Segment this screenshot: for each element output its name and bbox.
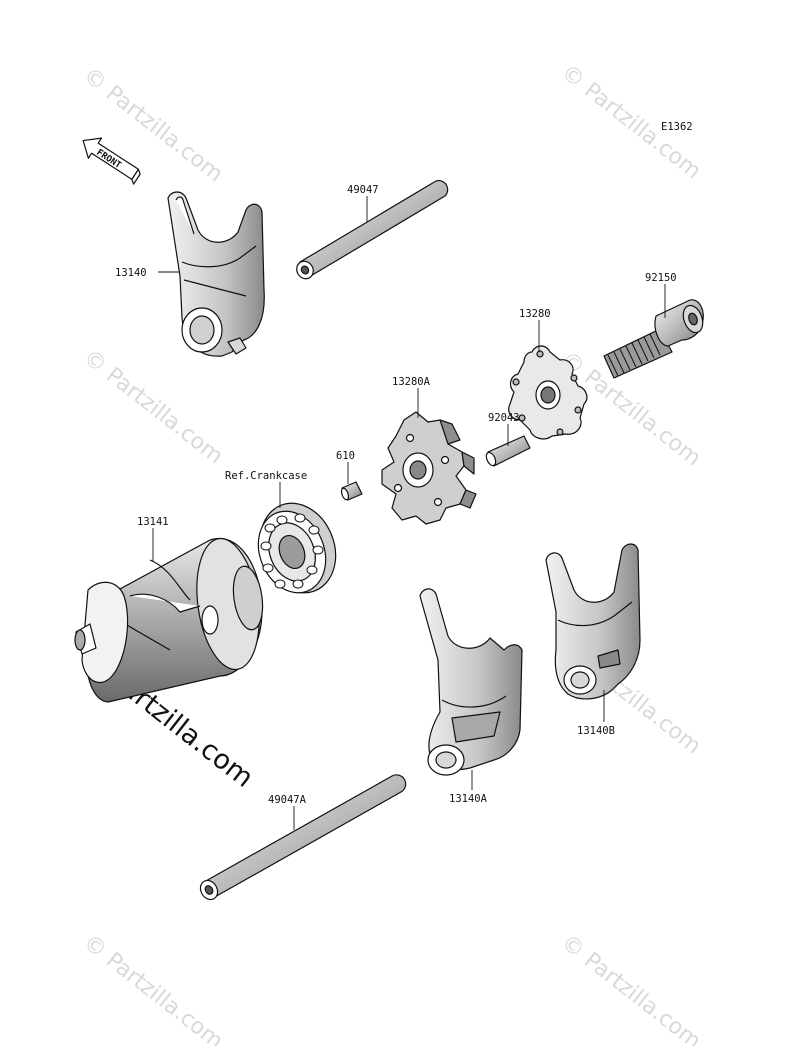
watermark-mid-left: © Partzilla.com xyxy=(78,345,227,469)
label-49047A: 49047A xyxy=(268,794,307,806)
shift-fork-13140B xyxy=(545,543,641,700)
label-13280: 13280 xyxy=(519,308,551,320)
part-labels: 49047 13140 92150 13280 13280A 92043 610… xyxy=(115,184,677,806)
label-13141: 13141 xyxy=(137,516,169,528)
label-13280A: 13280A xyxy=(392,376,431,388)
shift-fork-13140 xyxy=(167,191,265,357)
label-ref-crankcase: Ref.Crankcase xyxy=(225,470,307,482)
leader-lines xyxy=(152,196,666,830)
watermark-top-left: © Partzilla.com xyxy=(78,63,227,187)
front-arrow: FRONT xyxy=(82,137,141,185)
diagram-code: E1362 xyxy=(661,121,693,133)
pin-610 xyxy=(340,481,363,501)
label-13140B: 13140B xyxy=(577,725,615,737)
label-92150: 92150 xyxy=(645,272,677,284)
shift-fork-13140A xyxy=(419,588,523,776)
bolt-92150 xyxy=(603,299,704,379)
label-13140A: 13140A xyxy=(449,793,488,805)
label-49047: 49047 xyxy=(347,184,379,196)
label-92043: 92043 xyxy=(488,412,520,424)
shift-drum-13141 xyxy=(74,537,264,703)
watermark-bottom-left: © Partzilla.com xyxy=(78,930,227,1046)
pin-92043 xyxy=(485,435,531,467)
shift-rod-49047 xyxy=(296,180,449,280)
shift-drum-plate-13280 xyxy=(508,345,588,440)
label-610: 610 xyxy=(336,450,355,462)
shift-rod-49047A xyxy=(199,774,407,901)
watermark-bottom-right: © Partzilla.com xyxy=(556,930,705,1046)
label-13140: 13140 xyxy=(115,267,147,279)
bearing-ref-crankcase xyxy=(257,502,337,594)
shift-drum-cam-13280A xyxy=(381,411,477,525)
